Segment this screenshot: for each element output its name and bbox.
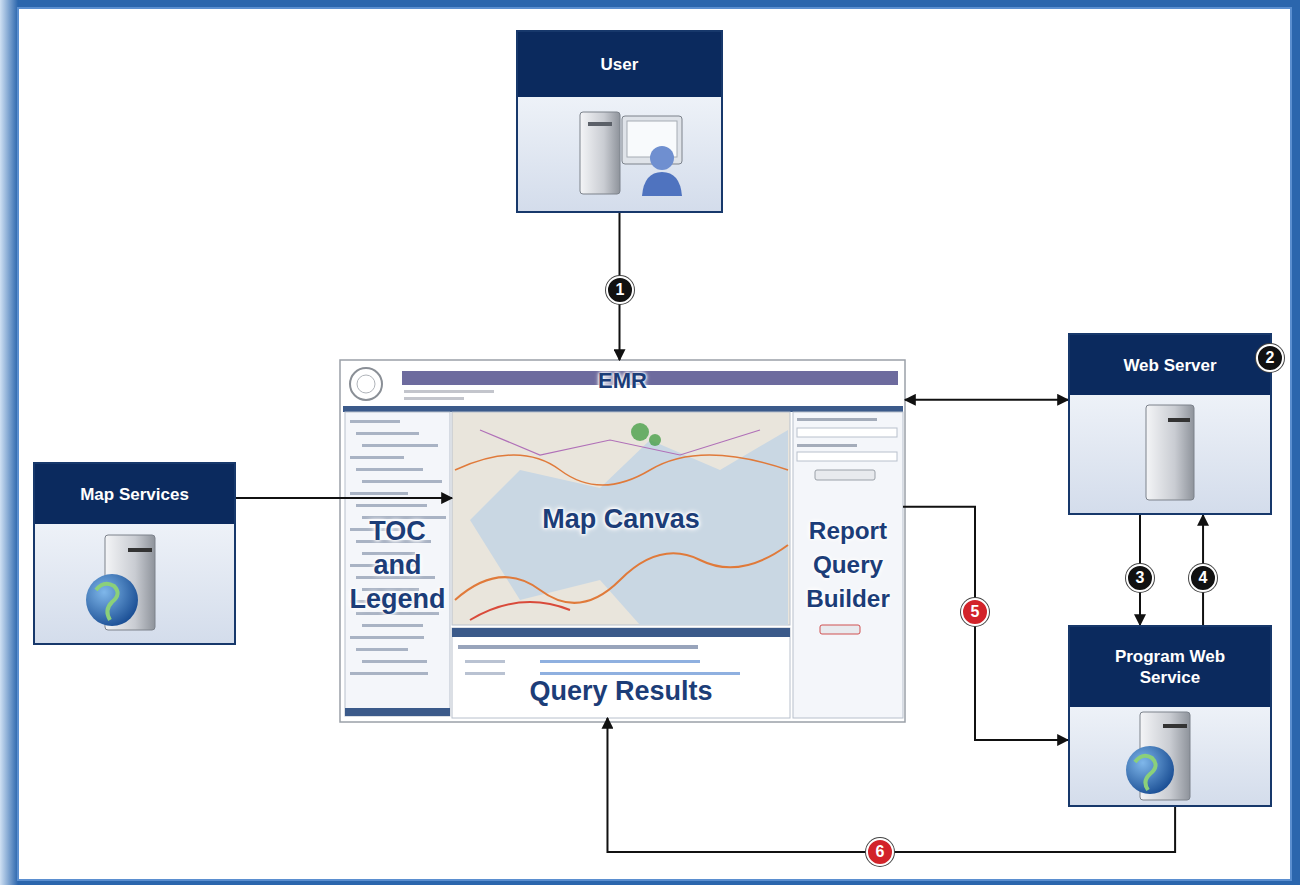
- screen-region: Query Results: [452, 628, 790, 718]
- box-header: User: [518, 32, 721, 97]
- box-header: Web Server: [1070, 335, 1270, 395]
- emr-screenshot: [340, 360, 905, 722]
- box-title: Map Services: [80, 484, 189, 505]
- callout-number: 6: [866, 838, 894, 866]
- server-icon: [1146, 405, 1194, 500]
- screen-region: Report Query Builder: [793, 412, 903, 718]
- tree-row: [350, 420, 400, 423]
- tree-row: [356, 468, 423, 471]
- screen-region: TOC and Legend: [345, 412, 450, 718]
- callout-number: 2: [1256, 344, 1284, 372]
- tree-row: [362, 660, 427, 663]
- screen-region: Map Canvas: [452, 412, 790, 625]
- callout-number: 4: [1189, 564, 1217, 592]
- server-globe-icon: [1126, 712, 1190, 800]
- region-label: Query Results: [529, 674, 712, 708]
- application-screenshot: EMR TOC and Legend Map Canvas Report Query …: [340, 360, 905, 722]
- tree-row: [350, 456, 404, 459]
- server-globe-icon: [86, 535, 155, 630]
- box-title: Web Server: [1123, 355, 1216, 376]
- region-label: Report Query Builder: [794, 514, 902, 616]
- service-box: Program Web Service: [1068, 625, 1272, 807]
- user-icon: [580, 112, 682, 196]
- callout-number: 1: [606, 276, 634, 304]
- connector-arrow: [607, 718, 1175, 852]
- box-body: [1068, 393, 1272, 515]
- region-label: EMR: [598, 368, 647, 394]
- box-title: User: [601, 54, 639, 75]
- service-box: Map Services: [33, 462, 236, 645]
- region-label: Map Canvas: [542, 502, 700, 536]
- panel: [18, 8, 1291, 880]
- tree-row: [350, 672, 428, 675]
- tree-row: [362, 444, 438, 447]
- connector-arrow: [236, 497, 452, 499]
- callout-number: 3: [1126, 564, 1154, 592]
- callout-number: 5: [961, 598, 989, 626]
- tree-row: [356, 648, 408, 651]
- tree-row: [362, 480, 442, 483]
- tree-row: [356, 504, 427, 507]
- connector-arrow: [903, 507, 1068, 740]
- tree-row: [350, 636, 424, 639]
- box-title: Program Web Service: [1110, 646, 1230, 688]
- service-box: User: [516, 30, 723, 213]
- frame-strip: [0, 0, 18, 885]
- box-header: Map Services: [35, 464, 234, 524]
- service-box: Web Server: [1068, 333, 1272, 515]
- box-body: [516, 95, 723, 213]
- tree-row: [350, 492, 408, 495]
- connector-arrow: [905, 399, 1068, 401]
- box-header: Program Web Service: [1070, 627, 1270, 707]
- region-label: TOC and Legend: [348, 514, 448, 616]
- box-body: [33, 522, 236, 645]
- box-body: [1068, 705, 1272, 807]
- tree-row: [356, 432, 419, 435]
- tree-row: [362, 624, 423, 627]
